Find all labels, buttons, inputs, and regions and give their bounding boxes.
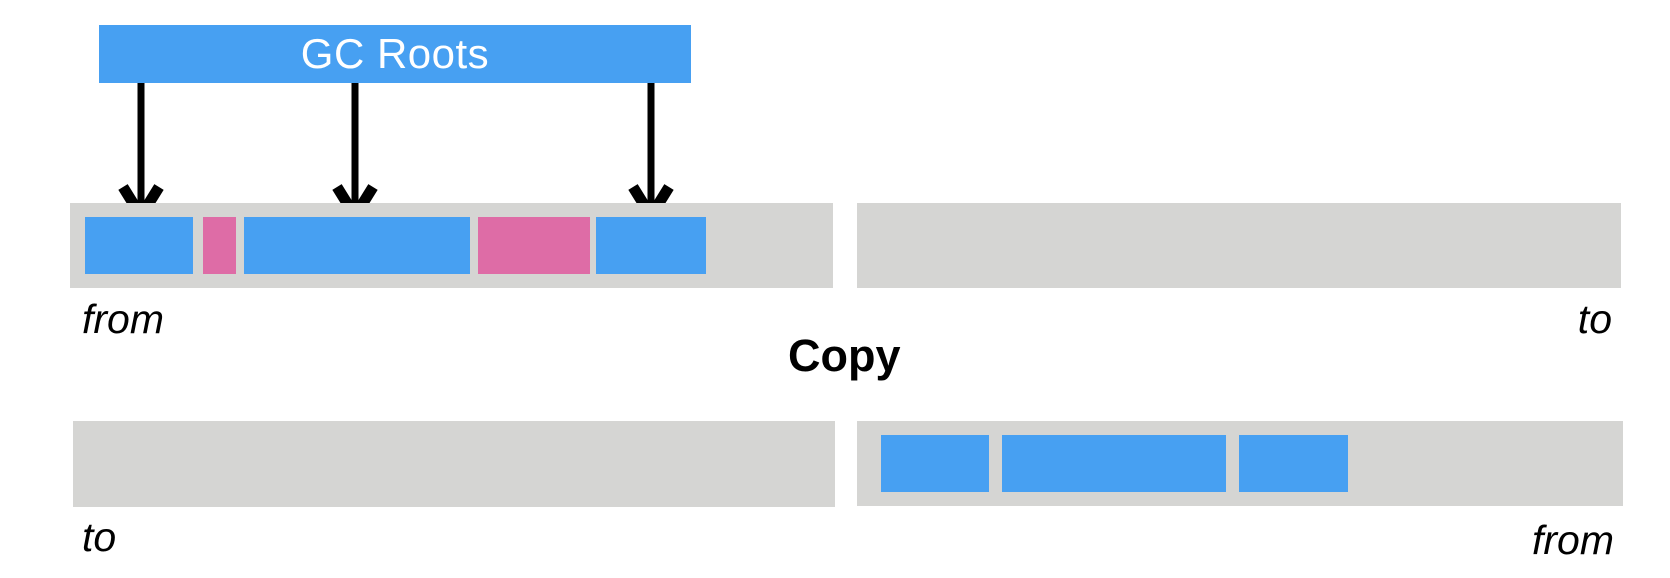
live-object-block — [85, 217, 193, 274]
from-space-before-copy — [70, 203, 833, 288]
from-space-after-copy — [857, 421, 1623, 506]
to-space-after-copy — [73, 421, 835, 507]
from-space-label-top: from — [82, 296, 164, 342]
live-object-block — [596, 217, 706, 274]
gc-roots-box: GC Roots — [99, 25, 691, 83]
garbage-object-block — [478, 217, 590, 274]
to-space-before-copy — [857, 203, 1621, 288]
live-object-block — [1239, 435, 1348, 492]
from-space-label-bottom: from — [1532, 517, 1614, 563]
root-pointer-arrow-1 — [118, 83, 164, 227]
live-object-block — [244, 217, 470, 274]
live-object-block — [881, 435, 989, 492]
gc-roots-label: GC Roots — [300, 30, 490, 77]
root-pointer-arrow-3 — [628, 83, 674, 227]
to-space-label-bottom: to — [82, 514, 117, 560]
live-object-block — [1002, 435, 1226, 492]
root-pointer-arrow-2 — [332, 83, 378, 227]
to-space-label-top: to — [1577, 296, 1612, 342]
copy-step-label: Copy — [788, 330, 901, 381]
garbage-object-block — [203, 217, 236, 274]
